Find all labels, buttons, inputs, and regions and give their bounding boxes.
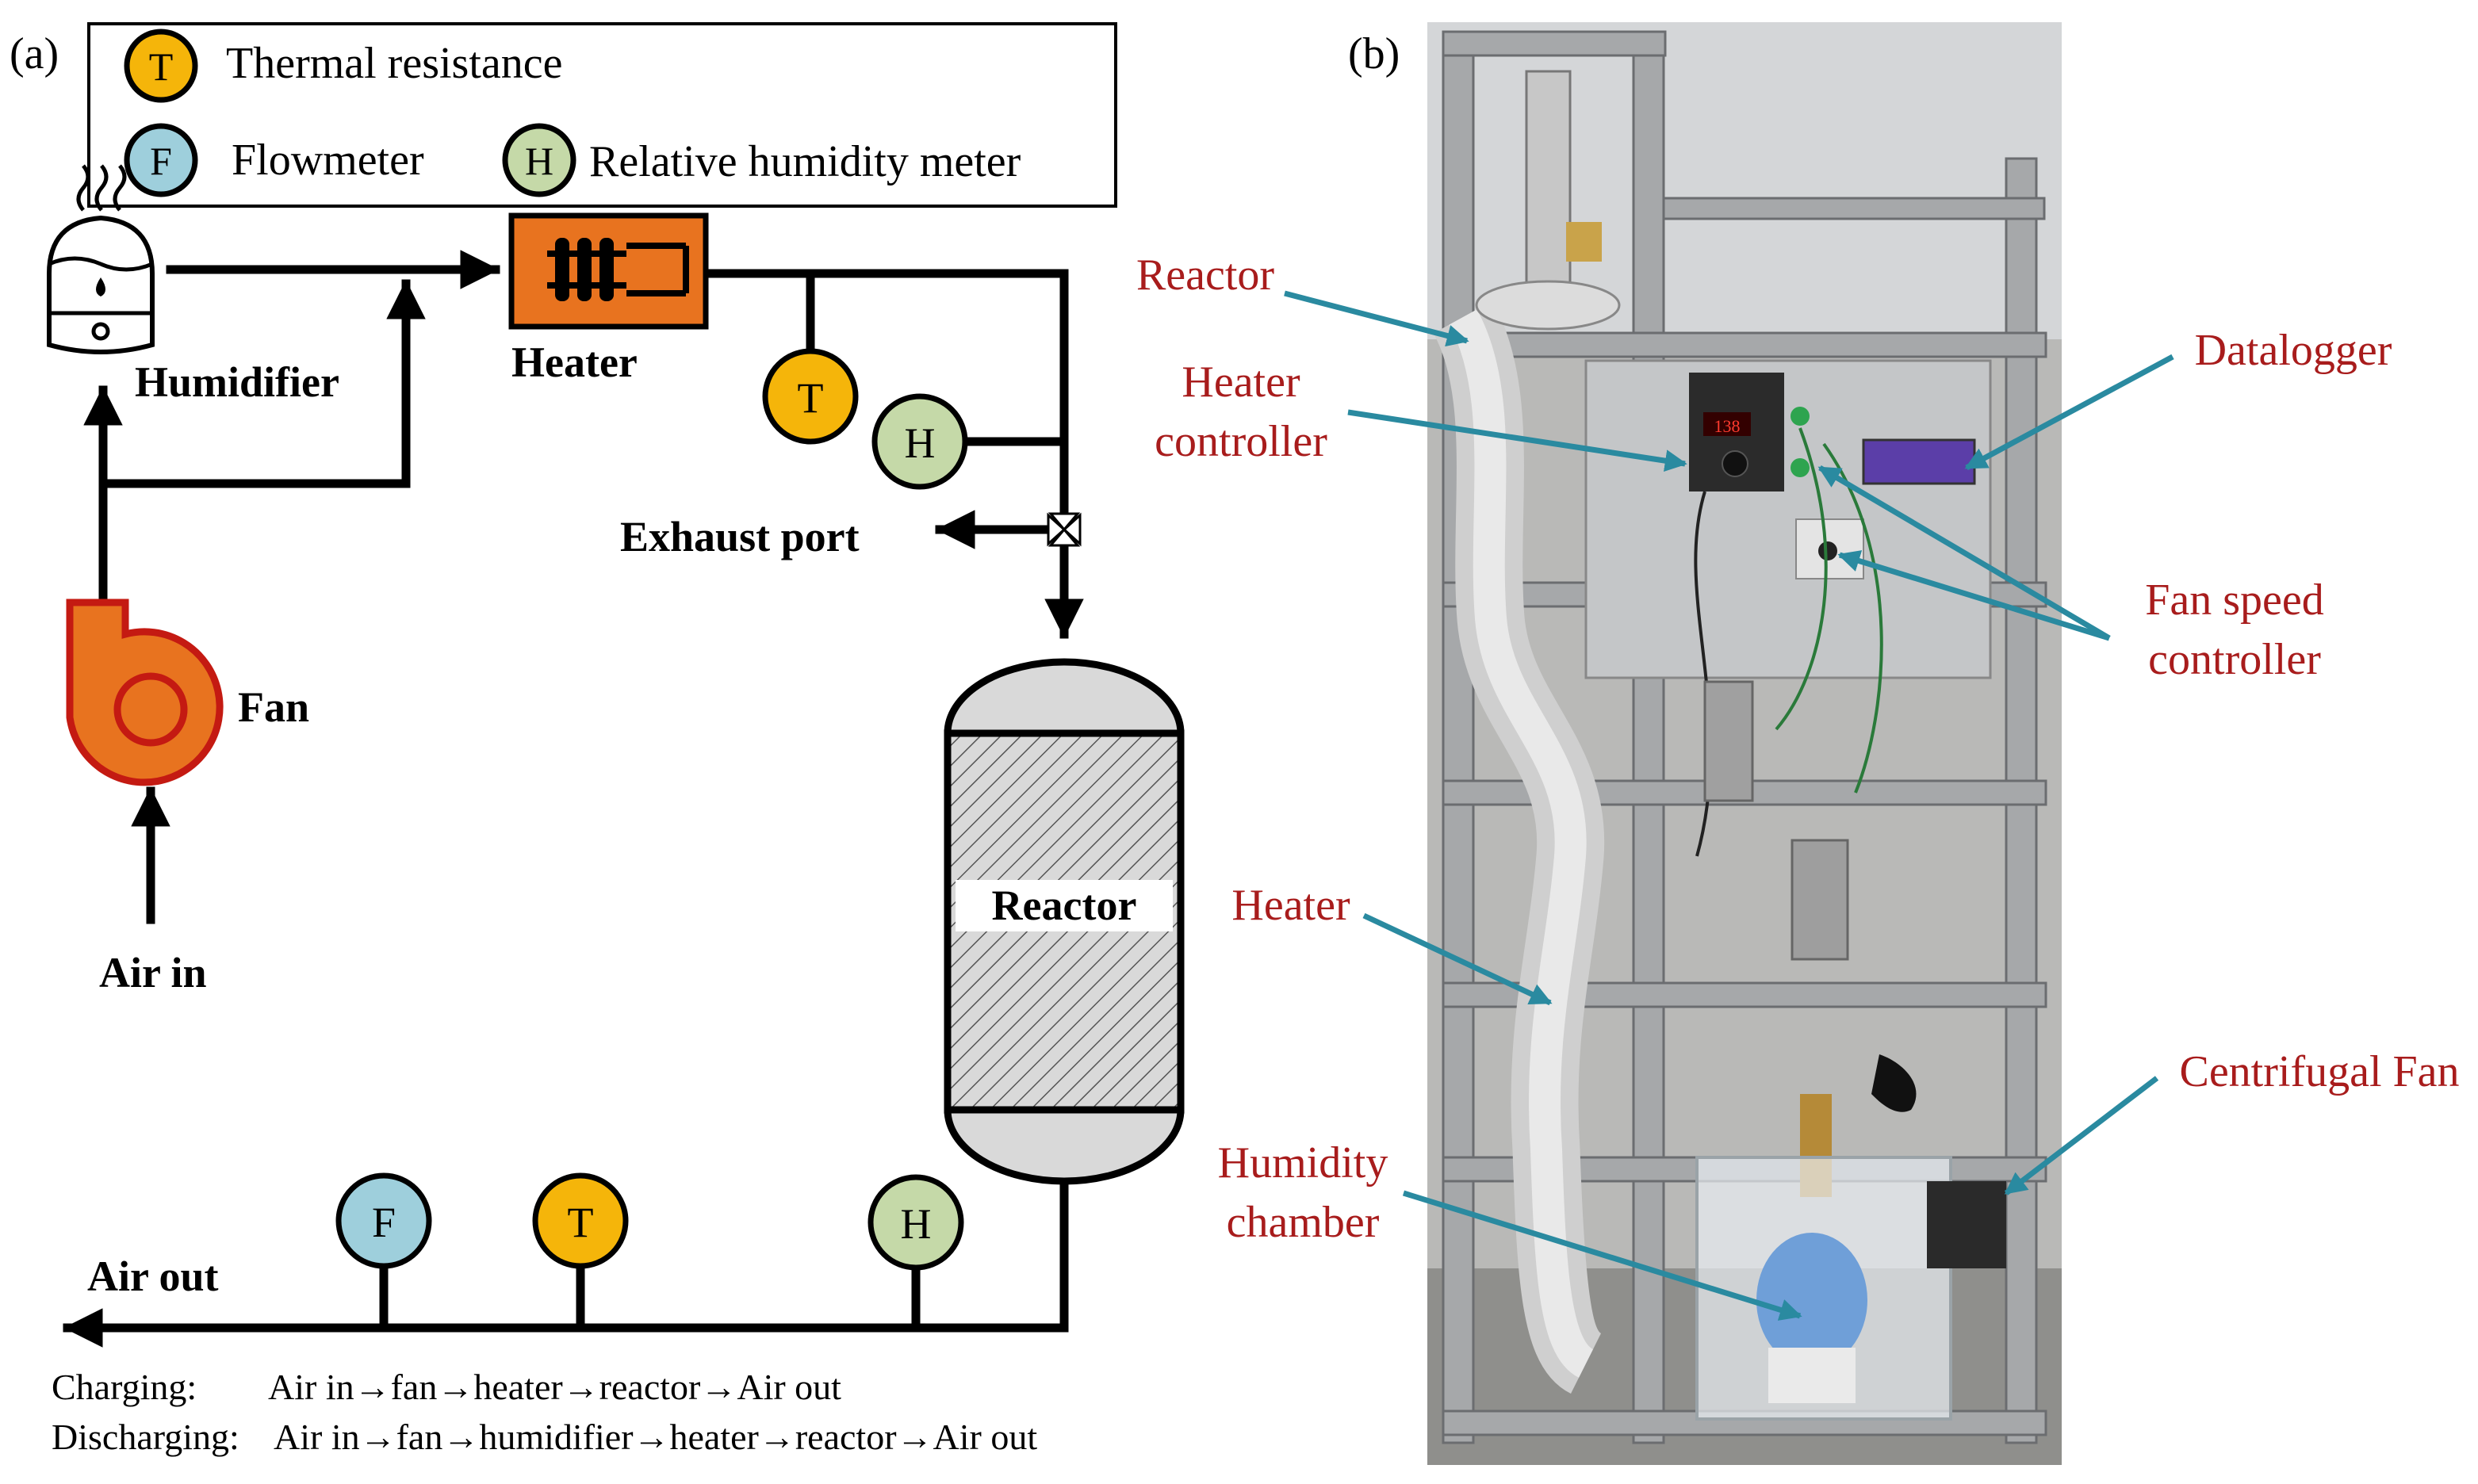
heater-label: Heater xyxy=(511,338,638,386)
legend-humidity-letter: H xyxy=(525,139,553,183)
panel-b-label: (b) xyxy=(1348,29,1400,78)
annot-datalogger: Datalogger xyxy=(2195,326,2392,375)
rig-photo: 138 xyxy=(1427,22,2062,1465)
annot-humidity-chamber-1: Humidity xyxy=(1218,1138,1388,1188)
sensor-f-bottom xyxy=(335,1172,432,1269)
annot-reactor: Reactor xyxy=(1136,251,1274,300)
legend: T Thermal resistance F Flowmeter H Relat… xyxy=(87,22,1117,208)
legend-humidity-label: Relative humidity meter xyxy=(589,137,1021,186)
legend-thermal-label: Thermal resistance xyxy=(226,39,562,88)
controller-display: 138 xyxy=(1714,416,1741,436)
fan-label: Fan xyxy=(238,683,309,731)
heater-block xyxy=(508,212,709,330)
panel-a: (a) T Thermal resistance F Flowmeter H R… xyxy=(10,22,1185,1457)
humidifier-icon xyxy=(47,164,155,354)
legend-thermal-letter: T xyxy=(149,44,174,89)
sensor-t-top-letter: T xyxy=(798,374,824,422)
exhaust-valve xyxy=(1047,512,1082,547)
reactor-label: Reactor xyxy=(992,882,1137,929)
sensor-t-bottom-letter: T xyxy=(568,1199,594,1246)
pipes xyxy=(63,250,1084,1348)
charging-label: Charging: xyxy=(52,1367,197,1407)
air-in-label: Air in xyxy=(99,949,207,996)
annot-centrifugal-fan: Centrifugal Fan xyxy=(2179,1047,2459,1096)
air-out-label: Air out xyxy=(87,1253,219,1300)
discharging-path: Air in→fan→humidifier→heater→reactor→Air… xyxy=(274,1417,1037,1457)
annot-heater-controller-2: controller xyxy=(1155,417,1327,466)
panel-a-label: (a) xyxy=(10,29,59,78)
annot-humidity-chamber-2: chamber xyxy=(1227,1198,1380,1247)
annot-fan-speed-2: controller xyxy=(2148,635,2321,684)
sensor-h-bottom-letter: H xyxy=(901,1200,932,1248)
sensor-f-bottom-letter: F xyxy=(372,1199,396,1246)
discharging-label: Discharging: xyxy=(52,1417,239,1457)
sensor-h-top xyxy=(871,393,968,490)
annot-heater: Heater xyxy=(1231,881,1350,930)
annot-fan-speed-1: Fan speed xyxy=(2145,576,2324,625)
legend-humidity-symbol xyxy=(502,123,576,197)
panel-b: (b) xyxy=(1136,22,2460,1465)
sensor-h-bottom xyxy=(867,1174,964,1271)
legend-flow-label: Flowmeter xyxy=(232,136,424,185)
reactor-vessel xyxy=(944,658,1185,1185)
fan-icon xyxy=(66,599,224,786)
legend-frame xyxy=(87,22,1117,208)
annot-heater-controller-1: Heater xyxy=(1182,358,1300,407)
exhaust-port-label: Exhaust port xyxy=(620,513,860,560)
charging-path: Air in→fan→heater→reactor→Air out xyxy=(268,1367,841,1407)
sensor-h-top-letter: H xyxy=(905,419,936,467)
sensor-t-bottom xyxy=(532,1172,629,1269)
humidifier-label: Humidifier xyxy=(135,358,339,406)
legend-flow-letter: F xyxy=(150,139,172,183)
legend-thermal-symbol xyxy=(124,29,198,103)
sensor-t-top xyxy=(762,348,859,445)
annotation-arrows xyxy=(1284,290,2174,1321)
legend-flow-symbol xyxy=(124,123,198,197)
